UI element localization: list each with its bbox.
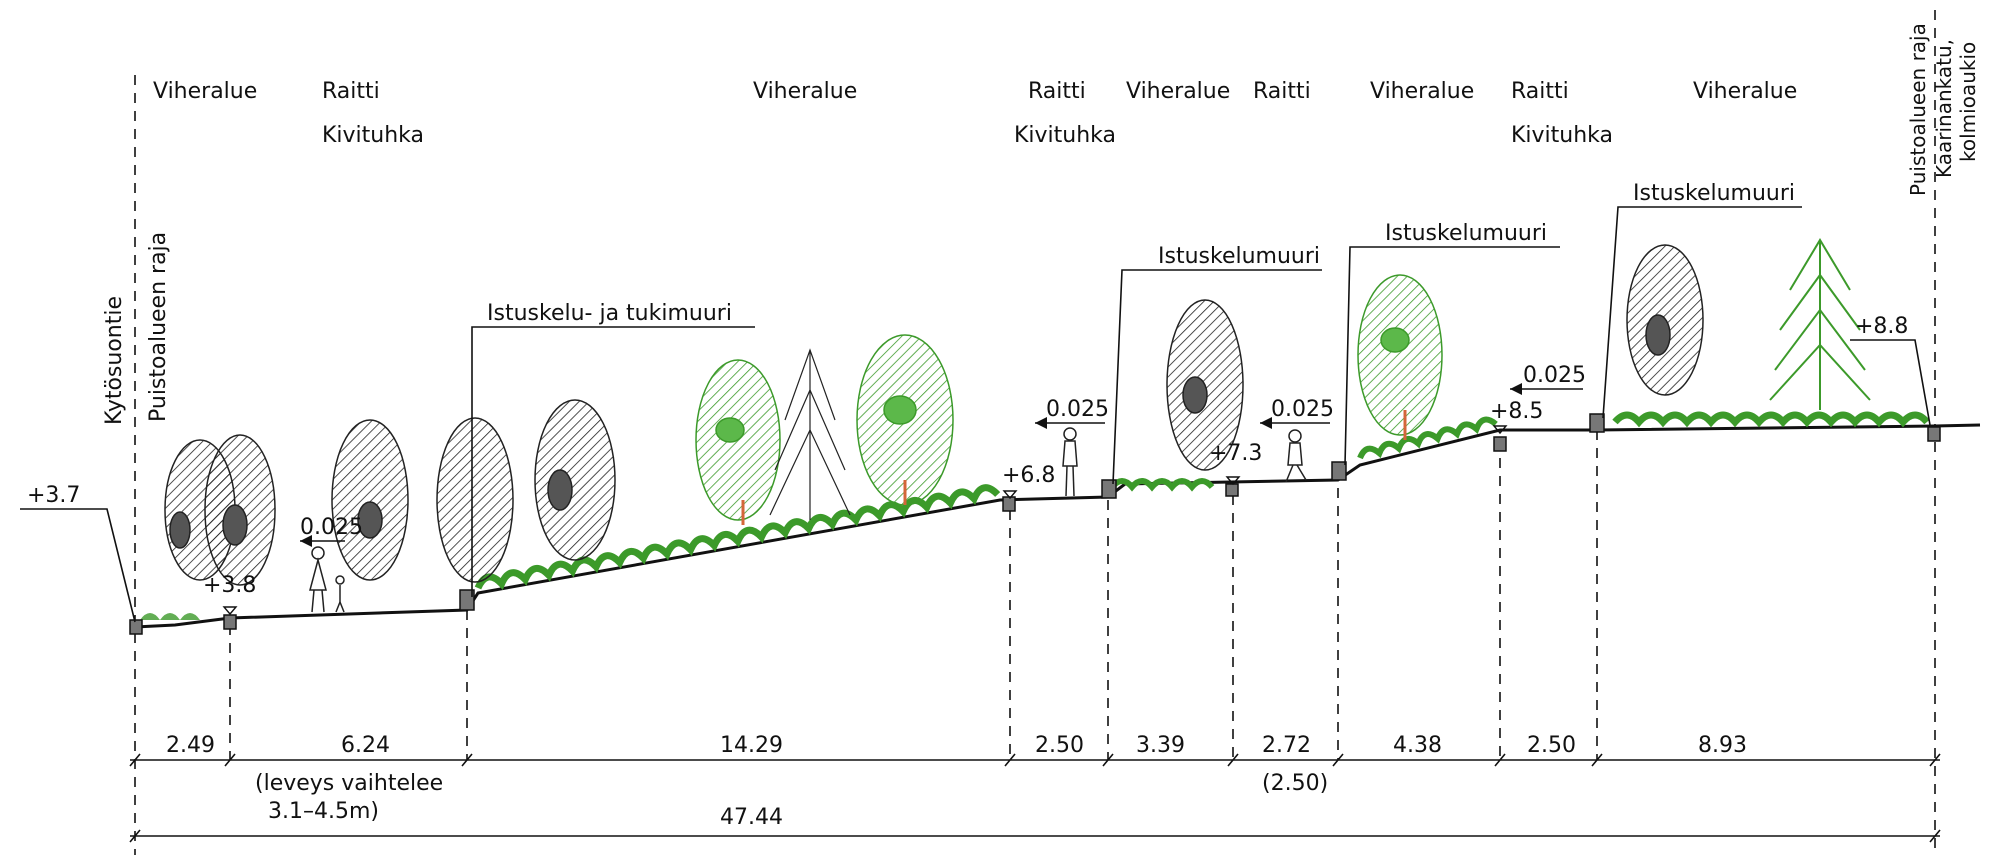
label-left-road: Kytösuontie — [102, 296, 127, 425]
slope-1: 0.025 — [300, 515, 363, 540]
dimension-8: 2.50 — [1527, 733, 1576, 758]
callout-wall-4: Istuskelumuuri — [1633, 181, 1795, 206]
elevation-markers: +3.7 +3.8 +6.8 +7.3 +8.5 +8.8 — [20, 314, 1931, 623]
dimension-2: 6.24 — [341, 733, 390, 758]
tree-green — [695, 274, 1443, 525]
zone-label-viheralue-3: Viheralue — [1126, 79, 1230, 104]
dimension-total: 47.44 — [720, 805, 783, 830]
zone-label-kivituhka-3: Kivituhka — [1511, 123, 1613, 148]
elevation-2: +3.8 — [203, 573, 256, 598]
slope-arrows: 0.025 0.025 0.025 0.025 — [300, 363, 1586, 547]
label-right-street: Kaarinankatu, — [1932, 39, 1956, 178]
boundary-labels: Kytösuontie Puistoalueen raja Puistoalue… — [102, 23, 1980, 425]
slope-3: 0.025 — [1271, 397, 1334, 422]
dimension-1: 2.49 — [166, 733, 215, 758]
conifer — [1769, 238, 1871, 410]
dimension-4: 2.50 — [1035, 733, 1084, 758]
dimension-5: 3.39 — [1136, 733, 1185, 758]
zone-label-kivituhka-1: Kivituhka — [322, 123, 424, 148]
conifer-outline — [769, 348, 851, 520]
dimension-lines: 2.49 6.24 14.29 2.50 3.39 2.72 4.38 2.50… — [129, 733, 1941, 843]
zone-label-viheralue-5: Viheralue — [1693, 79, 1797, 104]
dimension-7: 4.38 — [1393, 733, 1442, 758]
dimension-note-2: 3.1–4.5m) — [268, 799, 379, 824]
ground-profile — [134, 411, 1981, 629]
zone-label-raitti-4: Raitti — [1511, 79, 1569, 104]
dimension-note-3: (2.50) — [1262, 771, 1328, 796]
zone-label-viheralue-1: Viheralue — [153, 79, 257, 104]
callout-wall-2: Istuskelumuuri — [1158, 244, 1320, 269]
slope-2: 0.025 — [1046, 397, 1109, 422]
callout-wall-1: Istuskelu- ja tukimuuri — [487, 301, 732, 326]
zone-label-raitti-1: Raitti — [322, 79, 380, 104]
people — [309, 427, 1307, 613]
slope-4: 0.025 — [1523, 363, 1586, 388]
elevation-3: +6.8 — [1002, 463, 1055, 488]
elevation-5: +8.5 — [1490, 399, 1543, 424]
dimension-note-1: (leveys vaihtelee — [255, 771, 443, 796]
trees — [164, 238, 1871, 586]
callout-wall-3: Istuskelumuuri — [1385, 221, 1547, 246]
zone-label-kivituhka-2: Kivituhka — [1014, 123, 1116, 148]
label-left-border: Puistoalueen raja — [146, 232, 171, 422]
zone-label-raitti-3: Raitti — [1253, 79, 1311, 104]
dimension-6: 2.72 — [1262, 733, 1311, 758]
wall-callouts: Istuskelu- ja tukimuuri Istuskelumuuri I… — [471, 181, 1802, 597]
elevation-6: +8.8 — [1855, 314, 1908, 339]
elevation-4: +7.3 — [1209, 441, 1262, 466]
zone-labels: Viheralue Raitti Kivituhka Viheralue Rai… — [153, 79, 1797, 148]
dimension-3: 14.29 — [720, 733, 783, 758]
wall-blocks — [129, 413, 1941, 635]
label-right-square: kolmioaukio — [1956, 42, 1980, 162]
label-right-border: Puistoalueen raja — [1906, 23, 1930, 196]
zone-label-viheralue-4: Viheralue — [1370, 79, 1474, 104]
zone-label-raitti-2: Raitti — [1028, 79, 1086, 104]
dimension-9: 8.93 — [1698, 733, 1747, 758]
zone-label-viheralue-2: Viheralue — [753, 79, 857, 104]
elevation-1: +3.7 — [27, 483, 80, 508]
tree-dark — [164, 244, 1704, 586]
